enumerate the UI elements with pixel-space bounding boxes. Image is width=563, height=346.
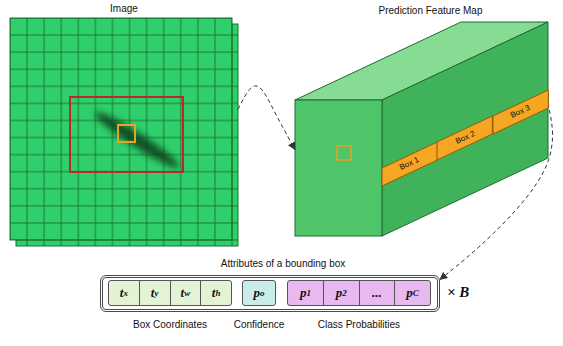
group-caption: Class Probabilities <box>318 319 400 331</box>
symbol-subscript: 2 <box>342 289 347 298</box>
multiplier-label: × B <box>447 284 469 300</box>
caption-holder: Class Probabilities <box>288 319 430 331</box>
symbol-subscript: y <box>154 289 158 298</box>
input-image: Image <box>10 18 238 246</box>
center-cell <box>118 125 135 142</box>
feature-map: Prediction Feature MapBox 1Box 2Box 3 <box>295 20 548 236</box>
ground-truth-box <box>70 97 183 172</box>
band-segment <box>437 116 492 160</box>
attribute-symbol: th <box>200 281 231 305</box>
symbol-subscript: x <box>123 289 128 298</box>
caption-holder: Confidence <box>243 319 275 331</box>
attribute-group: poConfidence <box>242 280 276 306</box>
heading: Attributes of a bounding box <box>116 258 450 270</box>
attribute-symbol: tw <box>170 281 201 305</box>
anchor-box: Box 3 <box>493 90 548 134</box>
attribute-vector: Attributes of a bounding boxtxtytwthBox … <box>100 275 440 312</box>
feature-map-front <box>295 100 382 236</box>
symbol-base: t <box>181 286 185 300</box>
feature-map-side <box>382 22 548 236</box>
object-blob <box>91 107 182 173</box>
attribute-symbol: ... <box>359 281 395 305</box>
symbol-base: t <box>120 286 124 300</box>
symbol-subscript: 1 <box>306 289 311 298</box>
symbol-base: t <box>151 286 155 300</box>
group-caption: Box Coordinates <box>133 319 207 331</box>
symbol-base: p <box>336 286 343 300</box>
caption-holder: Box Coordinates <box>109 319 231 331</box>
band-segment <box>382 142 437 186</box>
attribute-symbol: pC <box>394 281 430 305</box>
anchor-box: Box 1 <box>382 142 437 186</box>
band-segment <box>493 90 548 134</box>
attribute-symbol: po <box>243 281 275 305</box>
image-grid <box>10 18 232 240</box>
symbol-base: p <box>406 286 413 300</box>
attribute-symbol: p1 <box>288 281 323 305</box>
feature-cell <box>337 146 351 160</box>
attribute-group: p1p2...pCClass Probabilities <box>287 280 431 306</box>
heading: Image <box>10 3 238 15</box>
attribute-symbol: ty <box>139 281 170 305</box>
dashed-arrow <box>238 86 295 150</box>
attribute-group: txtytwthBox Coordinates <box>108 280 232 306</box>
heading: Prediction Feature Map <box>304 5 557 17</box>
cell-row: po <box>243 281 275 305</box>
symbol-subscript: w <box>184 289 190 298</box>
symbol-base: t <box>212 286 216 300</box>
anchor-box: Box 2 <box>437 116 492 160</box>
symbol-base: p <box>254 286 261 300</box>
attribute-symbol: tx <box>109 281 139 305</box>
attribute-symbol: p2 <box>323 281 359 305</box>
symbol-subscript: C <box>413 289 419 298</box>
symbol-subscript: h <box>215 289 220 298</box>
cell-row: p1p2...pC <box>288 281 430 305</box>
group-caption: Confidence <box>234 319 285 331</box>
symbol-subscript: o <box>260 289 265 298</box>
cell-row: txtytwth <box>109 281 231 305</box>
symbol-base: p <box>300 286 307 300</box>
